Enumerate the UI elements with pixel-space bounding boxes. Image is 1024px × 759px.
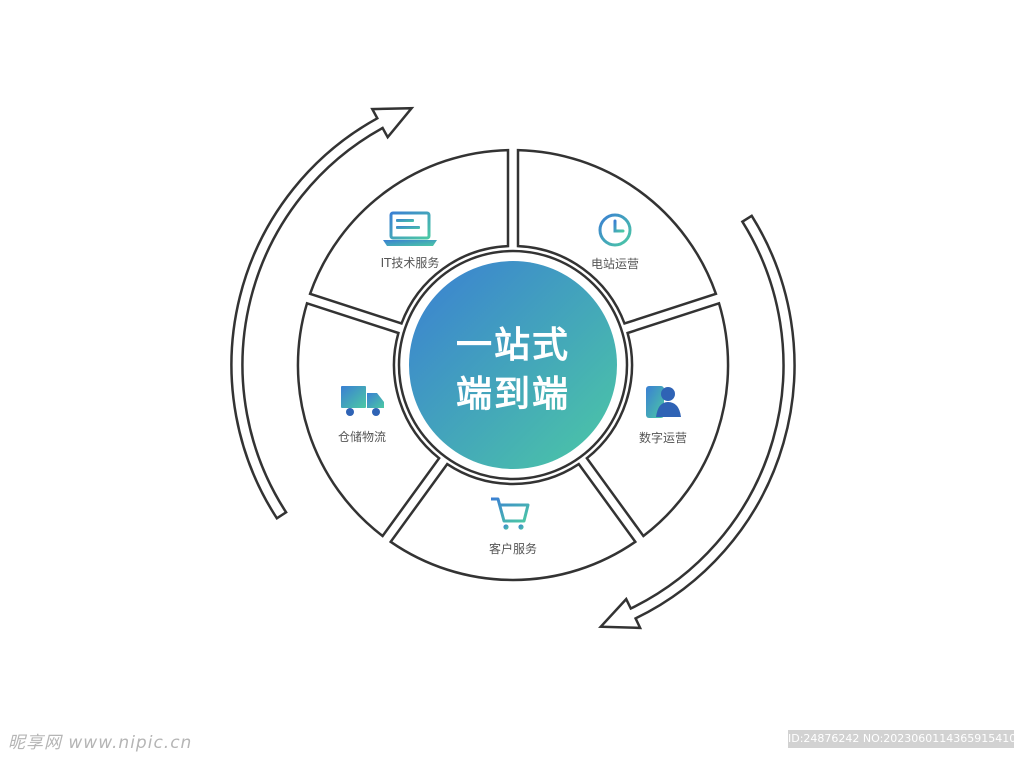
shopping-cart-icon <box>491 497 530 530</box>
watermark-id: ID:24876242 NO:20230601143659154102 <box>788 730 1014 748</box>
clock-icon <box>598 213 632 247</box>
center-title-line2: 端到端 <box>456 374 570 415</box>
segment-it-service <box>516 148 718 326</box>
cycle-arrow-lower-right <box>598 214 796 630</box>
segment-label-customer-service: 客户服务 <box>489 541 537 556</box>
segment-label-digital-ops: 数字运营 <box>639 430 687 445</box>
user-card-icon <box>646 386 681 418</box>
segment-label-station-ops: 电站运营 <box>591 257 639 271</box>
laptop-icon <box>383 211 437 246</box>
segment-label-it-service: IT技术服务 <box>381 255 440 270</box>
cycle-arrow-upper-left <box>230 106 415 521</box>
watermark-site: 昵享网 www.nipic.cn <box>8 733 193 753</box>
truck-icon <box>341 386 384 416</box>
center-title-line1: 一站式 <box>456 325 570 366</box>
segment-label-logistics: 仓储物流 <box>338 429 386 444</box>
center-circle <box>409 261 617 469</box>
segment-station-ops <box>585 301 730 538</box>
segment-customer-service <box>296 301 441 538</box>
